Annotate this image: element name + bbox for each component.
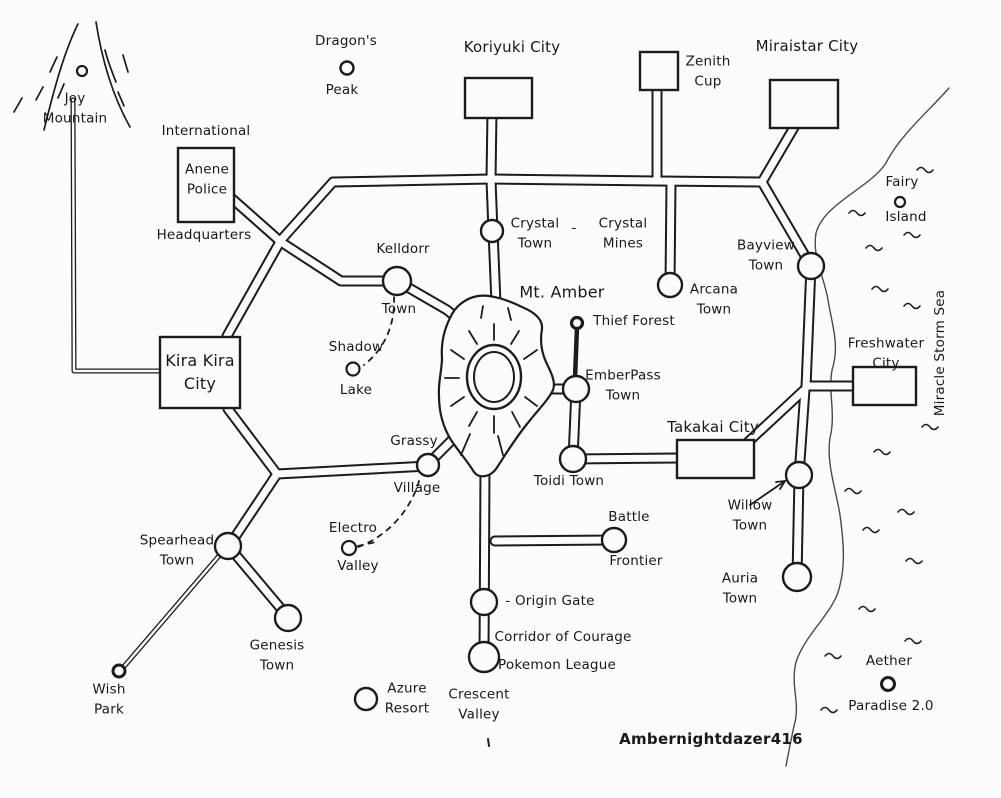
node-bayview-town (796, 251, 826, 281)
buildings (158, 50, 918, 480)
path-grassy-electro-valley (357, 480, 420, 548)
node-genesis-town (273, 603, 303, 633)
electro-valley-dash (357, 541, 377, 547)
node-emberpass-town (561, 374, 591, 404)
building-freshwater-city (851, 365, 918, 407)
dot-fairy-island (893, 195, 907, 209)
label-willow-town: Willow Town (727, 497, 773, 533)
label-valley: Valley (337, 558, 379, 575)
label-zenith-cup: Zenith Cup (685, 53, 731, 89)
label-battle: Battle (608, 509, 650, 526)
dot-aether-paradise (880, 676, 896, 692)
label-aether: Aether (865, 653, 913, 670)
label-miracle-storm-sea: Miracle Storm Sea (932, 289, 949, 417)
node-origin-gate (469, 587, 499, 617)
label-wish-park: Wish Park (92, 681, 126, 717)
building-zenith-cup (638, 50, 680, 92)
node-battle-frontier (600, 526, 628, 554)
label-thief-forest: Thief Forest (593, 313, 675, 330)
joy-mountain-shape (13, 21, 131, 131)
label-miraistar-city: Miraistar City (755, 37, 859, 56)
dot-electro-valley (340, 539, 358, 557)
label-origin-gate: - Origin Gate (505, 593, 595, 610)
label-takakai-city: Takakai City (667, 418, 759, 437)
label-crescent-valley: Crescent Valley (448, 686, 510, 722)
dot-joy-mountain (75, 64, 89, 78)
dot-thief-forest (569, 315, 585, 331)
sea-wave-marks (820, 166, 939, 714)
label-bayview-town: Bayview Town (736, 237, 796, 273)
label-crystal-town: Crystal Town (510, 215, 560, 251)
label-corridor-of-courage: Corridor of Courage (494, 629, 632, 646)
label-crystal-mines: Crystal Mines (598, 215, 648, 251)
town-nodes (213, 218, 826, 712)
volcano-crater-inner (473, 351, 515, 403)
building-takakai-city (675, 438, 756, 480)
label-dragons-peak-top: Dragon's (315, 33, 377, 50)
legend-azure-resort: Azure Resort (384, 680, 430, 716)
mt-amber-volcano (437, 294, 555, 478)
volcano-rays (444, 305, 538, 456)
label-kelldorr: Kelldorr (376, 241, 430, 258)
label-lake: Lake (339, 382, 373, 399)
label-international: International (161, 123, 251, 140)
node-toidi-town (558, 444, 588, 474)
label-joy-mountain: Joy Mountain (42, 90, 108, 126)
building-police-headquarters (176, 146, 236, 224)
label-island: Island (885, 209, 927, 226)
dashed-paths (357, 296, 420, 548)
label-kelldorr-town: Town (381, 301, 417, 318)
label-freshwater-city: Freshwater City (847, 335, 925, 371)
dot-wish-park (111, 663, 127, 679)
node-grassy-village (415, 452, 441, 478)
label-village: Village (393, 480, 441, 497)
node-arcana-town (656, 271, 684, 299)
label-koriyuki-city: Koriyuki City (463, 38, 561, 57)
label-auria-town: Auria Town (721, 570, 759, 606)
node-spearhead-town (213, 531, 243, 561)
label-emberpass-town: EmberPass Town (585, 367, 661, 403)
label-toidi-town: Toidi Town (533, 473, 605, 490)
node-pokemon-league (467, 640, 501, 674)
label-genesis-town: Genesis Town (249, 637, 305, 673)
label-spearhead-town: Spearhead Town (139, 532, 215, 568)
node-crystal-town (479, 218, 505, 244)
label-pokemon-league: Pokemon League (498, 657, 616, 674)
label-shadow: Shadow (328, 339, 384, 356)
label-anene-police: Anene Police (185, 161, 229, 197)
map-signature: Ambernightdazer416 (619, 730, 803, 749)
node-willow-town (784, 460, 814, 490)
node-auria-town (781, 561, 813, 593)
crescent-valley-tick (487, 738, 490, 747)
willow-town-arrow (749, 480, 786, 506)
label-headquarters: Headquarters (156, 227, 252, 244)
label-electro: Electro (328, 520, 378, 537)
dot-shadow-lake (345, 361, 361, 377)
node-kelldorr-town (381, 265, 413, 297)
label-mt-amber: Mt. Amber (519, 282, 605, 302)
thief-forest-path (572, 324, 580, 381)
building-kira-kira-city (158, 335, 242, 410)
path-kelldorr-shadow-lake (363, 296, 395, 366)
label-kira-kira-city: Kira Kira City (165, 350, 235, 393)
label-dragons-peak-bottom: Peak (325, 82, 359, 99)
label-grassy: Grassy (390, 433, 438, 450)
building-koriyuki-city (463, 76, 534, 120)
building-miraistar-city (768, 78, 840, 130)
label-fairy: Fairy (885, 174, 919, 191)
legend-azure-resort-circle (353, 686, 379, 712)
coastline (785, 87, 950, 767)
dot-dragons-peak (339, 60, 355, 76)
label-paradise-2-0: Paradise 2.0 (848, 698, 934, 715)
landmark-dots (75, 60, 907, 692)
thin-road-fills (71, 98, 226, 672)
label-frontier: Frontier (609, 553, 663, 570)
label-arcana-town: Arcana Town (689, 281, 739, 317)
label-crystal-dash: - (571, 220, 577, 237)
